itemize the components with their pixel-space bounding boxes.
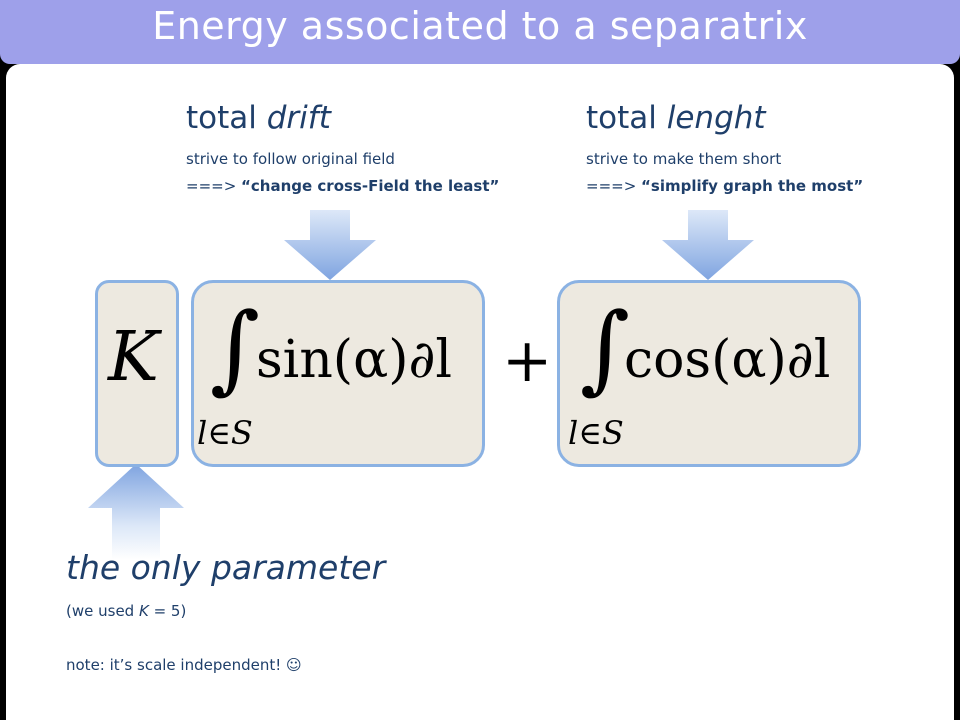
length-integrand: cos(α)∂l	[624, 330, 831, 390]
parameter-used-suffix: = 5)	[148, 602, 187, 620]
drift-heading: total drift	[186, 100, 331, 136]
drift-line-2: ===> “change cross-Field the least”	[186, 177, 499, 195]
scale-note: note: it’s scale independent! ☺	[66, 656, 302, 674]
length-line-2: ===> “simplify graph the most”	[586, 177, 863, 195]
length-line-2-bold: “simplify graph the most”	[641, 177, 864, 195]
length-integral-sign: ∫	[580, 292, 631, 404]
drift-line-2-bold: “change cross-Field the least”	[241, 177, 500, 195]
drift-line-2-prefix: ===>	[186, 177, 242, 195]
drift-heading-italic: drift	[266, 100, 331, 136]
title-bar	[0, 0, 960, 64]
length-heading-italic: lenght	[666, 100, 766, 136]
length-line-1: strive to make them short	[586, 150, 782, 168]
length-line-2-prefix: ===>	[586, 177, 642, 195]
down-arrow-left	[284, 210, 376, 280]
drift-line-1: strive to follow original field	[186, 150, 395, 168]
drift-integrand: sin(α)∂l	[256, 330, 453, 390]
parameter-used-prefix: (we used	[66, 602, 139, 620]
parameter-used: (we used K = 5)	[66, 602, 186, 620]
drift-subscript: l∈S	[197, 414, 253, 452]
k-box	[95, 280, 179, 467]
length-integral-box	[557, 280, 861, 467]
k-symbol: K	[108, 318, 159, 397]
down-arrow-right	[662, 210, 754, 280]
plus-sign: +	[502, 326, 553, 396]
length-heading: total lenght	[586, 100, 766, 136]
length-subscript: l∈S	[568, 414, 624, 452]
length-heading-plain: total	[586, 100, 667, 136]
parameter-used-k: K	[138, 602, 149, 620]
drift-integral-box	[191, 280, 485, 467]
drift-heading-plain: total	[186, 100, 267, 136]
slide-title: Energy associated to a separatrix	[152, 4, 808, 48]
up-arrow-parameter	[88, 464, 184, 560]
parameter-heading: the only parameter	[66, 548, 386, 587]
drift-integral-sign: ∫	[210, 292, 261, 404]
